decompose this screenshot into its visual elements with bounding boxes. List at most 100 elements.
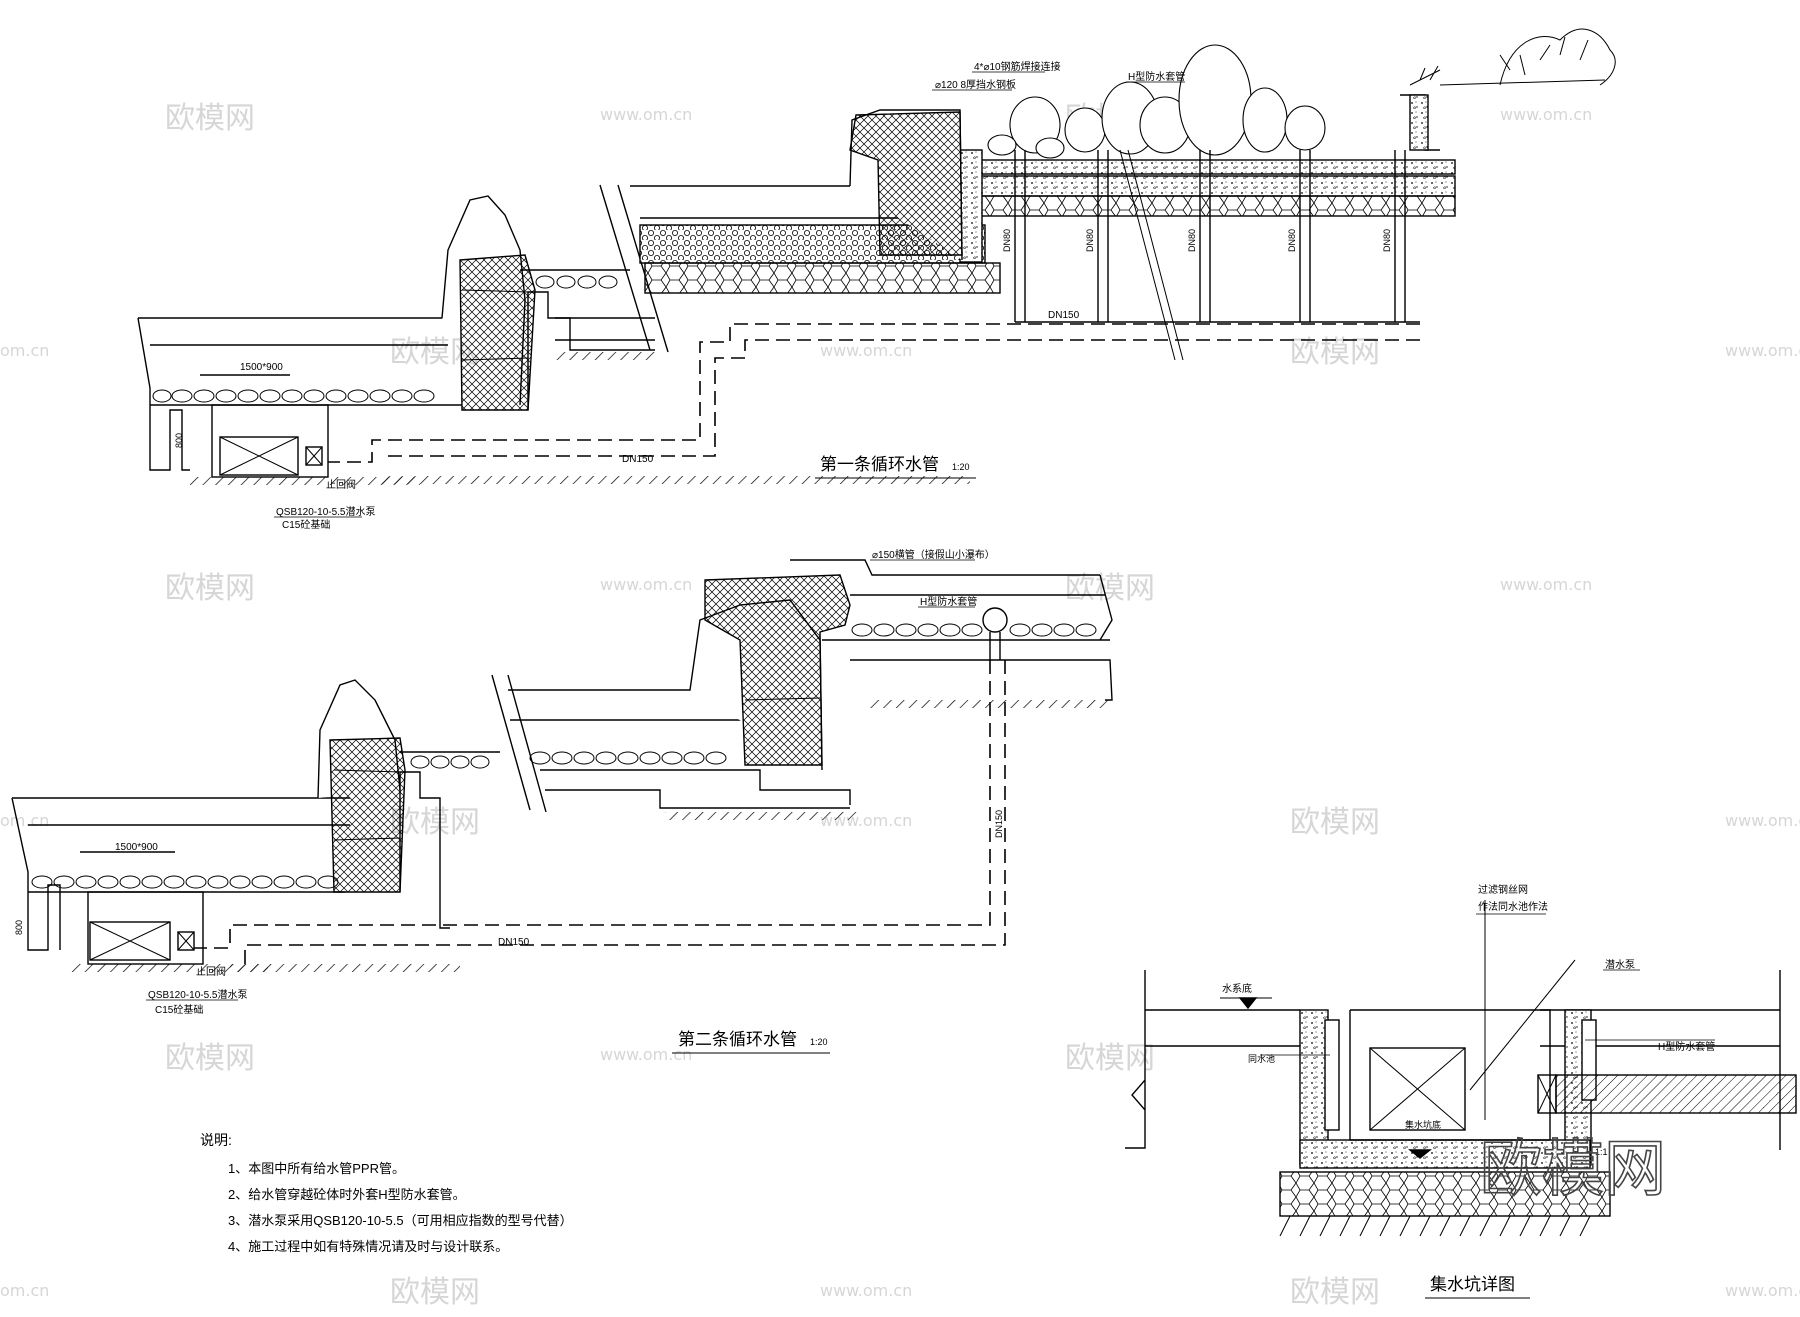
pit-foundation bbox=[1279, 1171, 1611, 1217]
watermark-brand: 欧模网 bbox=[390, 1275, 480, 1310]
label-water-bottom: 水系底 bbox=[1222, 982, 1252, 995]
label-base: C15砼基础 bbox=[282, 518, 330, 531]
watermark-url: www.om.cn bbox=[600, 575, 692, 594]
pump-box bbox=[89, 921, 171, 961]
note-item: 4、施工过程中如有特殊情况请及时与设计联系。 bbox=[228, 1239, 508, 1254]
watermark-brand: 欧模网 bbox=[1065, 571, 1155, 606]
pool-pebbles bbox=[410, 755, 490, 769]
diagram2-scale: 1:20 bbox=[810, 1037, 828, 1047]
label-base: C15砼基础 bbox=[155, 1003, 203, 1016]
label-dn150-vertical: DN150 bbox=[994, 810, 1004, 838]
bottom-ground bbox=[230, 964, 460, 972]
watermark-url: om.cn bbox=[0, 811, 49, 830]
note-item: 3、潜水泵采用QSB120-10-5.5（可用相应指数的型号代替） bbox=[228, 1213, 573, 1228]
pool-pebbles bbox=[31, 875, 339, 889]
label-dn80: DN80 bbox=[1287, 229, 1297, 252]
label-sleeve: H型防水套管 bbox=[1128, 70, 1185, 83]
general-notes: 说明: 1、本图中所有给水管PPR管。 2、给水管穿越砼体时外套H型防水套管。 … bbox=[200, 1132, 573, 1254]
diagram1-title: 第一条循环水管 bbox=[820, 455, 939, 475]
label-pit-bottom: 集水坑底 bbox=[1405, 1119, 1441, 1130]
watermark-url: www.om.cn bbox=[600, 105, 692, 124]
check-valve-symbol bbox=[177, 931, 195, 951]
diagram2-title: 第二条循环水管 bbox=[678, 1030, 797, 1050]
pipe-section bbox=[982, 607, 1008, 633]
deck-slab-2 bbox=[959, 175, 1456, 197]
label-pit-size: 1500*900 bbox=[115, 842, 158, 853]
outlet-pipe bbox=[1555, 1074, 1797, 1114]
dn150-supply-line bbox=[194, 660, 1006, 964]
sump-detail-labels: 过滤钢丝网 作法同水池作法 潜水泵 水系底 H型防水套管 同水池 集水坑底 1:… bbox=[1222, 883, 1715, 1299]
watermark-url: om.cn bbox=[0, 341, 49, 360]
label-depth: 800 bbox=[14, 920, 24, 935]
mid-ground bbox=[665, 812, 860, 820]
plants bbox=[1409, 28, 1616, 86]
top-boulders bbox=[987, 44, 1326, 159]
pool-pebbles bbox=[152, 389, 435, 403]
watermark-url: www.om.cn bbox=[1725, 811, 1800, 830]
watermark-url: www.om.cn bbox=[600, 1045, 692, 1064]
rock-stack-2 bbox=[849, 111, 963, 256]
pool-pebbles bbox=[529, 751, 727, 765]
label-screen: 过滤钢丝网 bbox=[1478, 883, 1528, 896]
pool-pebbles bbox=[535, 275, 618, 289]
watermark-brand: 欧模网 bbox=[390, 805, 480, 840]
watermark-url: www.om.cn bbox=[1500, 105, 1592, 124]
label-sleeve: H型防水套管 bbox=[920, 595, 977, 608]
notes-heading: 说明: bbox=[200, 1132, 232, 1148]
watermark-url: www.om.cn bbox=[820, 341, 912, 360]
label-dn80: DN80 bbox=[1002, 229, 1012, 252]
label-dn80: DN80 bbox=[1382, 229, 1392, 252]
label-pump: 潜水泵 bbox=[1605, 958, 1635, 971]
submersible-pump-box bbox=[1369, 1047, 1466, 1131]
label-rebar: 4*⌀10钢筋焊接连接 bbox=[974, 60, 1061, 73]
bottom-ground bbox=[380, 476, 970, 484]
diagram2-labels: ⌀150横管（接假山小瀑布） H型防水套管 DN150 DN150 1500*9… bbox=[14, 548, 1004, 1054]
label-pool-wall: 同水池 bbox=[1248, 1053, 1275, 1064]
note-item: 1、本图中所有给水管PPR管。 bbox=[228, 1161, 405, 1176]
watermark-brand: 欧模网 bbox=[1290, 335, 1380, 370]
watermark-brand: 欧模网 bbox=[1290, 805, 1380, 840]
rock-stack-1 bbox=[459, 254, 536, 411]
label-dn150-lower: DN150 bbox=[498, 937, 530, 948]
label-pump: QSB120-10-5.5潜水泵 bbox=[148, 988, 248, 1001]
lower-pool-outline bbox=[137, 317, 190, 471]
top-pool-wall bbox=[1409, 94, 1429, 151]
watermark-url: www.om.cn bbox=[1725, 1281, 1800, 1300]
note-item: 2、给水管穿越砼体时外套H型防水套管。 bbox=[228, 1187, 466, 1202]
diagram1-scale: 1:20 bbox=[952, 462, 970, 472]
diagram1-labels: 4*⌀10钢筋焊接连接 ⌀120 8厚挡水钢板 H型防水套管 DN80 DN80… bbox=[174, 60, 1392, 531]
deck-base bbox=[979, 195, 1456, 217]
watermark-brand: 欧模网 bbox=[1065, 1041, 1155, 1076]
detail-title: 集水坑详图 bbox=[1430, 1275, 1515, 1295]
label-dn80: DN80 bbox=[1187, 229, 1197, 252]
label-dn80: DN80 bbox=[1085, 229, 1095, 252]
pit-ground bbox=[190, 477, 420, 485]
watermark-url: www.om.cn bbox=[1725, 341, 1800, 360]
label-check-valve: 止回阀 bbox=[196, 965, 226, 978]
pool-pebbles bbox=[851, 623, 1097, 637]
pit-ground bbox=[68, 964, 268, 972]
pit-floor bbox=[1299, 1139, 1591, 1169]
label-check-valve: 止回阀 bbox=[326, 478, 356, 491]
mid-ground bbox=[555, 352, 655, 360]
watermark-url: om.cn bbox=[0, 1281, 49, 1300]
watermark-brand: 欧模网 bbox=[1290, 1275, 1380, 1310]
rock-stack-2 bbox=[704, 574, 851, 766]
watermark-brand: 欧模网 bbox=[165, 101, 255, 136]
upper-pool-base bbox=[644, 262, 1001, 294]
watermark-brand: 欧模网 bbox=[165, 571, 255, 606]
label-pipe: ⌀150横管（接假山小瀑布） bbox=[872, 548, 995, 561]
deck-slab bbox=[959, 159, 1456, 175]
label-plate: ⌀120 8厚挡水钢板 bbox=[935, 78, 1016, 91]
wall-break bbox=[599, 184, 669, 353]
sump-pit-detail bbox=[1125, 900, 1797, 1237]
dn150-supply-line bbox=[328, 323, 1420, 463]
label-dn150-lower: DN150 bbox=[622, 454, 654, 465]
wall-break bbox=[491, 674, 547, 813]
watermark-url: www.om.cn bbox=[820, 1281, 912, 1300]
dn80-drops bbox=[1014, 149, 1406, 361]
pump-box bbox=[219, 436, 299, 476]
diagram-second-circulation-pipe bbox=[11, 559, 1113, 972]
label-sleeve: H型防水套管 bbox=[1658, 1040, 1715, 1053]
